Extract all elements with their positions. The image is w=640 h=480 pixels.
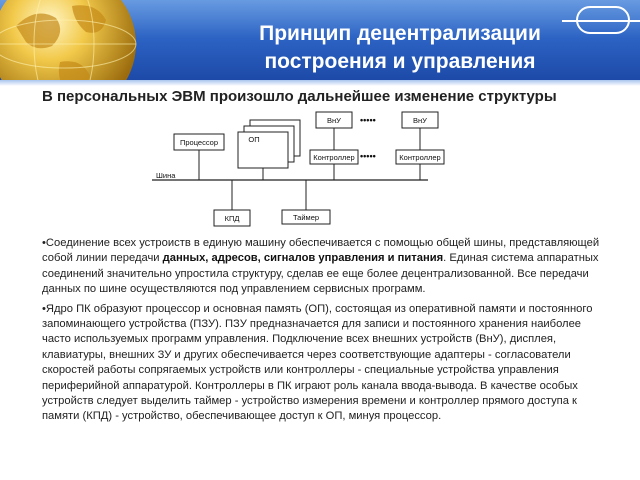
- dots-top: •••••: [360, 115, 376, 125]
- header-strip: [0, 80, 640, 86]
- device-1-label: ВнУ: [327, 116, 341, 125]
- paragraph-2: •Ядро ПК образуют процессор и основная п…: [42, 302, 593, 423]
- paragraph-1-bold: данных, адресов, сигналов управления и п…: [162, 252, 444, 265]
- globe-icon: [0, 0, 137, 80]
- timer-box: [281, 209, 331, 225]
- dots-middle: •••••: [360, 151, 376, 161]
- bus-diagram: Шина Процессор ОП ВнУ Контроллер ••••• •…: [152, 111, 445, 227]
- paragraph-1-tail: . Единая система аппаратных соединений з…: [42, 252, 599, 296]
- page-title: Принцип децентрализации построения и упр…: [200, 20, 600, 76]
- controller-2-label: Контроллер: [399, 153, 440, 162]
- memory-label: ОП: [248, 135, 259, 144]
- title-line-2: построения и управления: [264, 50, 536, 73]
- controller-1-label: Контроллер: [313, 153, 354, 162]
- dma-label: КПД: [225, 214, 240, 223]
- title-line-1: Принцип децентрализации: [259, 22, 541, 45]
- body-text: •Соединение всех устроиств в единую маши…: [42, 236, 612, 429]
- timer-label: Таймер: [293, 213, 319, 222]
- header-decor-pill: [576, 6, 630, 34]
- paragraph-1-lead: •Соединение всех устроиств в единую маши…: [42, 237, 600, 265]
- header-decor-line: [562, 20, 640, 22]
- paragraph-1: •Соединение всех устроиств в единую маши…: [42, 236, 612, 298]
- processor-label: Процессор: [180, 138, 218, 147]
- bus-label: Шина: [156, 171, 176, 180]
- memory-box: [237, 131, 289, 169]
- header-banner: Принцип децентрализации построения и упр…: [0, 0, 640, 80]
- section-subtitle: В персональных ЭВМ произошло дальнейшее …: [42, 88, 557, 105]
- dma-box: [213, 209, 251, 227]
- device-2-label: ВнУ: [413, 116, 427, 125]
